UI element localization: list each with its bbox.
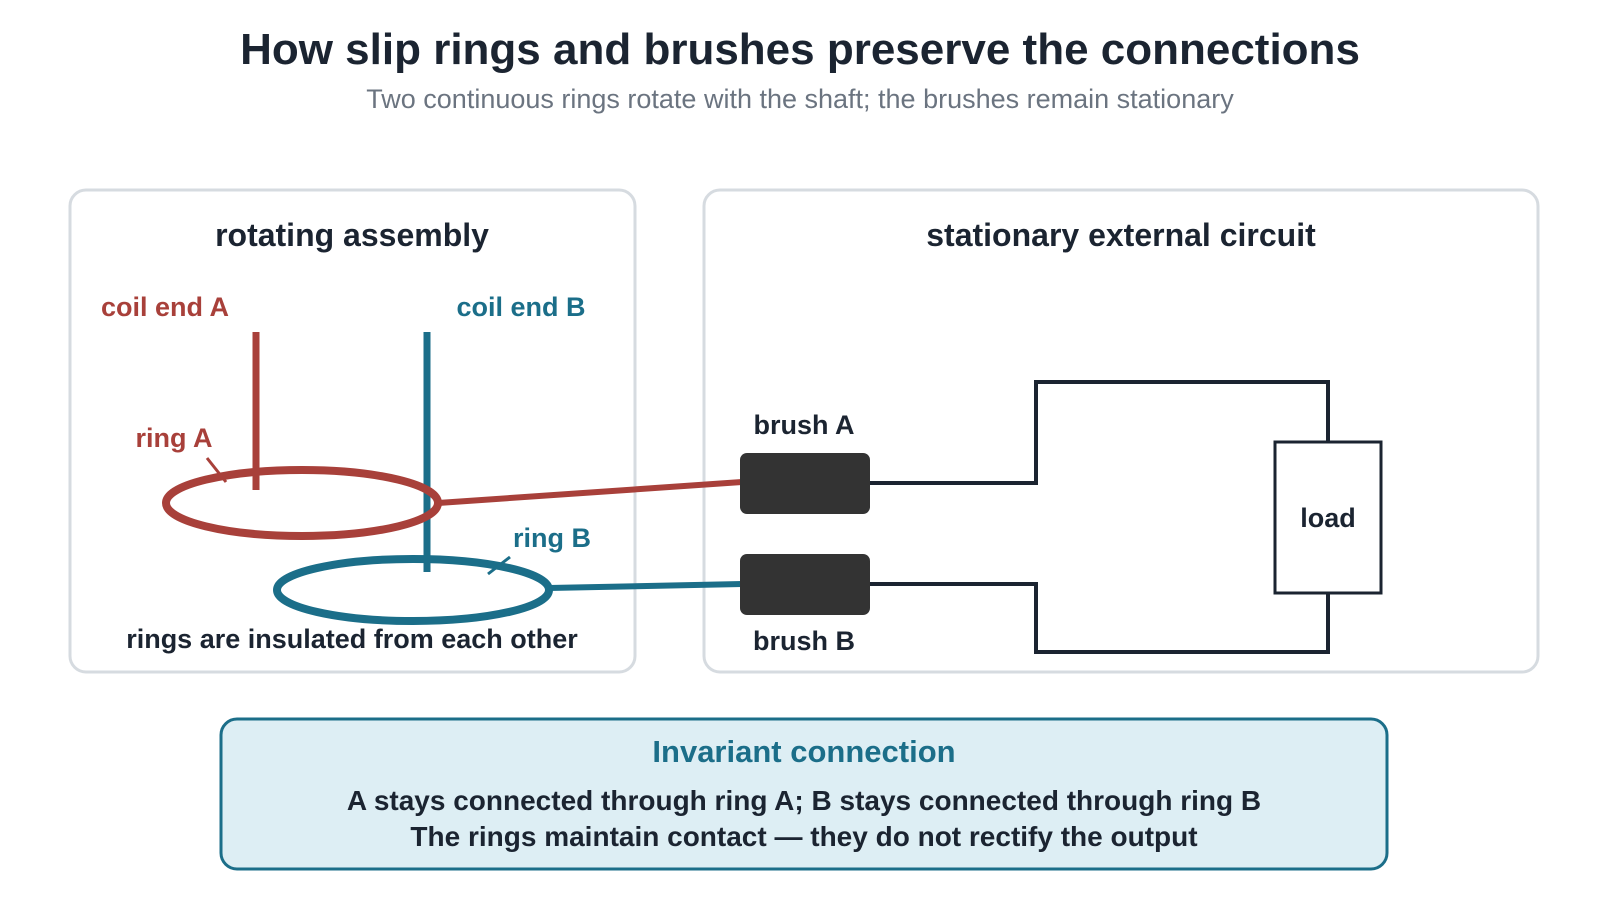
stationary-panel-title: stationary external circuit (926, 217, 1316, 253)
rotating-assembly-panel: rotating assembly coil end A coil end B … (68, 188, 637, 674)
ring-b (273, 555, 553, 625)
ring-a-label: ring A (136, 423, 213, 453)
coil-end-a-label: coil end A (101, 292, 229, 322)
rotating-panel-title: rotating assembly (215, 217, 489, 253)
page-subtitle: Two continuous rings rotate with the sha… (366, 84, 1234, 114)
brush-b (740, 554, 870, 615)
top-circuit-wire (868, 380, 1330, 485)
stationary-circuit-panel: stationary external circuit brush A brus… (702, 188, 1540, 674)
coil-end-b-label: coil end B (456, 292, 585, 322)
bottom-circuit-wire (868, 582, 1330, 654)
ring-a-leader (205, 457, 228, 483)
invariant-note-frame (219, 717, 1389, 871)
ring-b-label: ring B (513, 523, 591, 553)
ring-a-to-brush-a-wire (437, 479, 743, 506)
brush-a-label: brush A (754, 410, 855, 440)
load-resistor (1273, 440, 1383, 595)
page-title: How slip rings and brushes preserve the … (240, 25, 1360, 74)
invariant-note-line-1: A stays connected through ring A; B stay… (347, 785, 1261, 816)
brush-a (740, 453, 870, 514)
ring-b-to-brush-b-wire (548, 581, 743, 591)
insulation-note: rings are insulated from each other (126, 624, 578, 654)
invariant-note-title: Invariant connection (652, 734, 955, 769)
invariant-note: Invariant connection A stays connected t… (219, 717, 1389, 871)
rotating-panel-frame (68, 188, 637, 674)
load-label: load (1300, 503, 1356, 533)
invariant-note-line-2: The rings maintain contact — they do not… (410, 821, 1197, 852)
brush-b-label: brush B (753, 626, 855, 656)
ring-b-leader (487, 555, 511, 576)
